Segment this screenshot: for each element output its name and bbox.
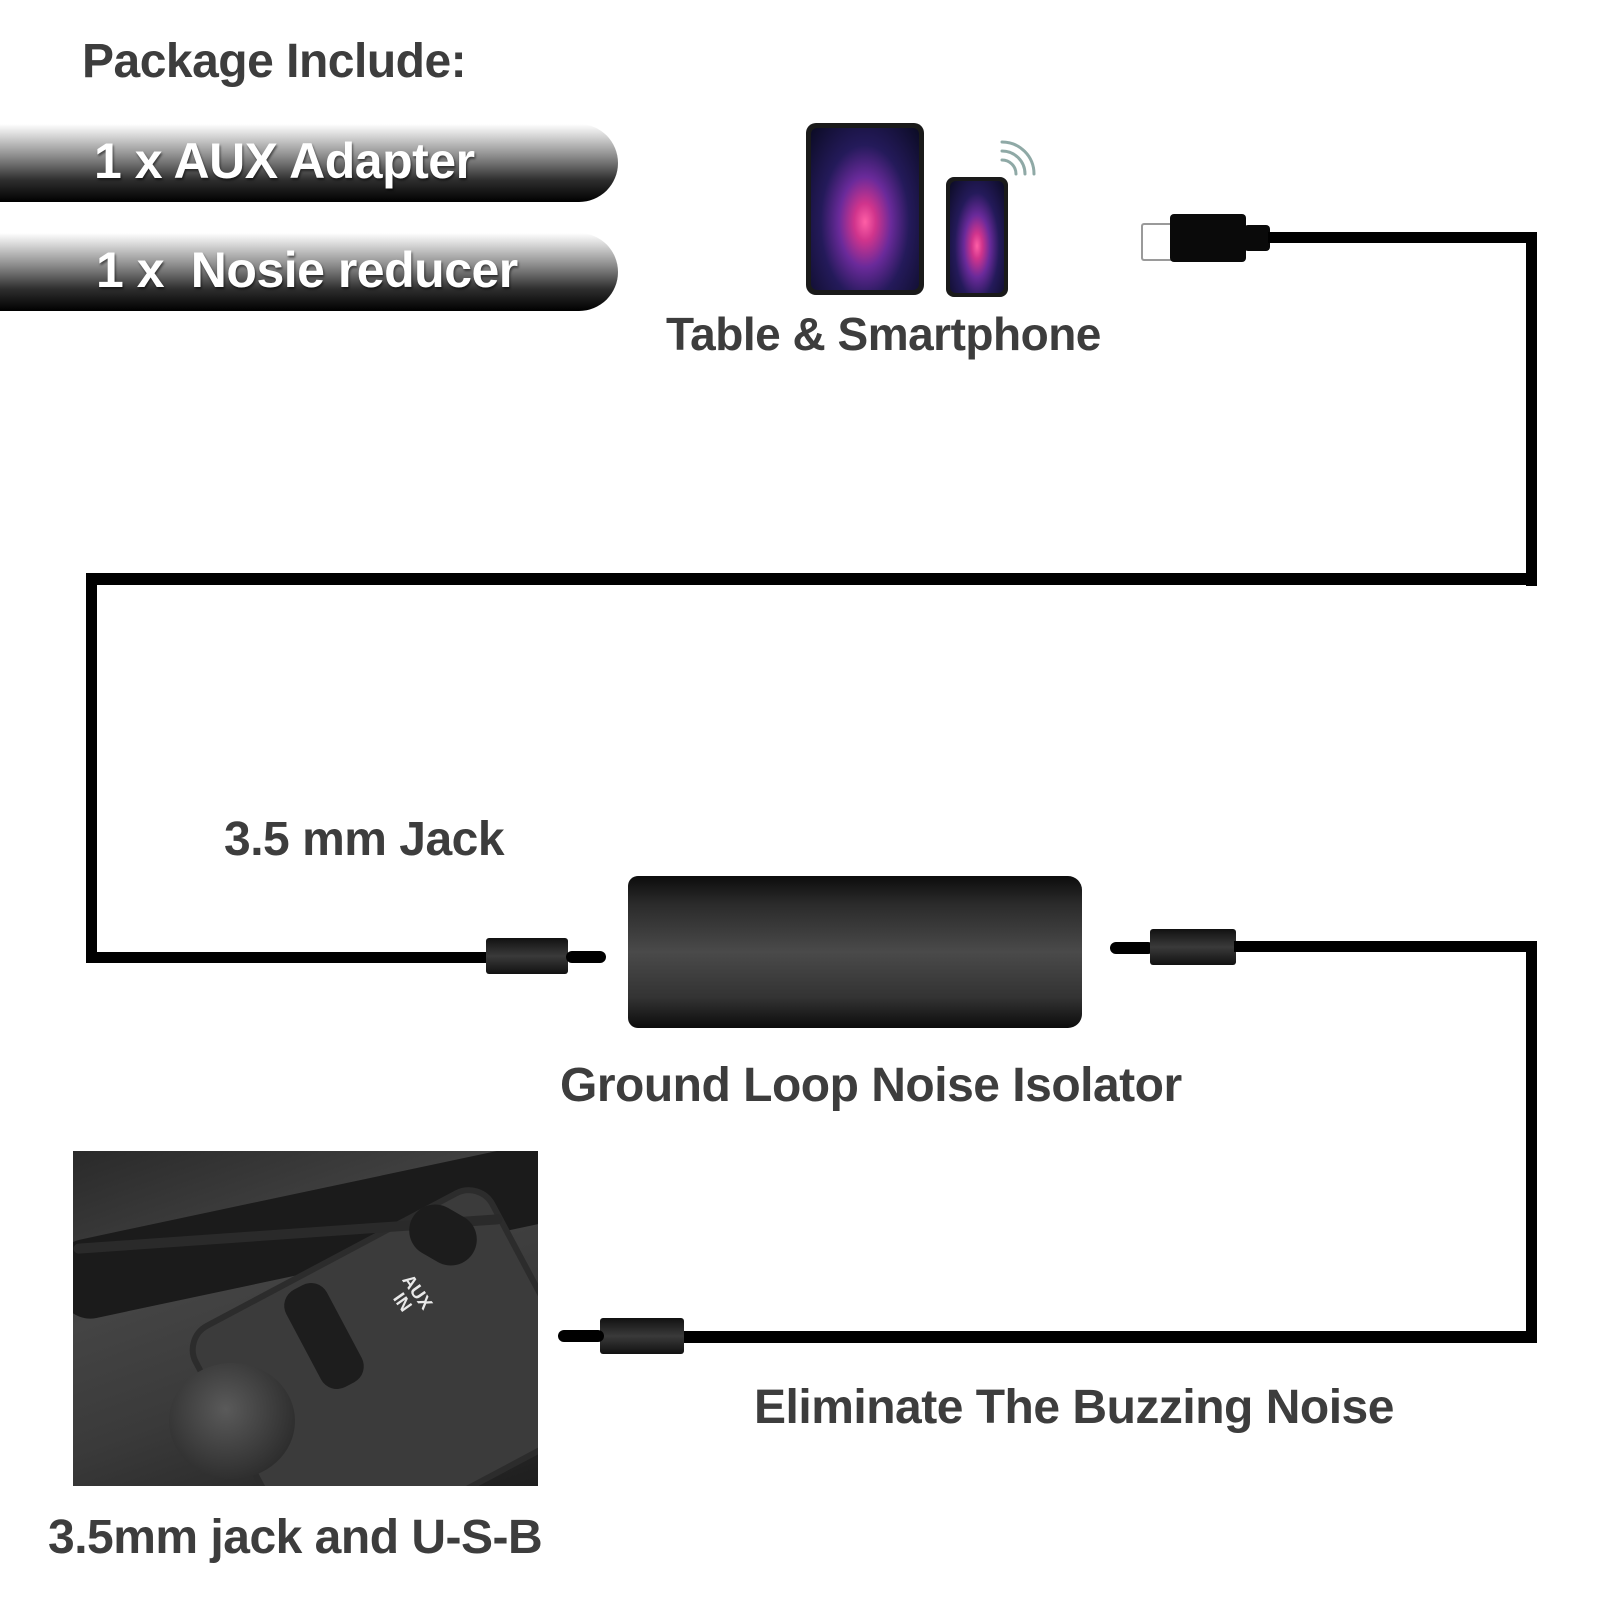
car-aux-photo: AUX IN <box>73 1151 538 1486</box>
cable-segment <box>1234 941 1536 952</box>
usb-plug-tip <box>1141 223 1175 261</box>
jack-tip-right <box>1110 942 1154 954</box>
jack-connector-bottom <box>600 1318 684 1354</box>
ground-loop-isolator <box>628 876 1082 1028</box>
cable-segment <box>86 573 97 963</box>
smartphone-icon <box>946 177 1008 297</box>
cable-segment <box>86 573 1537 585</box>
car-photo-caption: 3.5mm jack and U-S-B <box>48 1511 543 1564</box>
usb-plug-icon <box>1170 214 1246 262</box>
package-include-title: Package Include: <box>82 35 467 88</box>
cable-segment <box>1526 232 1537 586</box>
jack-label: 3.5 mm Jack <box>224 813 505 866</box>
jack-connector-left <box>486 938 568 974</box>
package-item-label: 1 x AUX Adapter <box>94 133 475 189</box>
devices-label: Table & Smartphone <box>666 308 1101 360</box>
cable-segment <box>1268 232 1536 243</box>
tablet-icon <box>806 123 924 295</box>
benefit-label: Eliminate The Buzzing Noise <box>754 1381 1394 1434</box>
jack-tip-bottom <box>558 1330 604 1342</box>
jack-connector-right <box>1150 929 1236 965</box>
package-item-aux-adapter: 1 x AUX Adapter <box>0 124 618 202</box>
car-socket-cap <box>169 1363 295 1479</box>
package-item-label: 1 x Nosie reducer <box>96 242 518 298</box>
cable-segment <box>1526 941 1537 1343</box>
isolator-label: Ground Loop Noise Isolator <box>560 1059 1182 1112</box>
wireless-signal-icon <box>1000 140 1036 176</box>
usb-plug-strain-relief <box>1244 225 1270 251</box>
cable-segment <box>680 1331 1537 1343</box>
package-item-noise-reducer: 1 x Nosie reducer <box>0 233 618 311</box>
cable-segment <box>86 952 490 963</box>
jack-tip-left <box>566 951 606 963</box>
